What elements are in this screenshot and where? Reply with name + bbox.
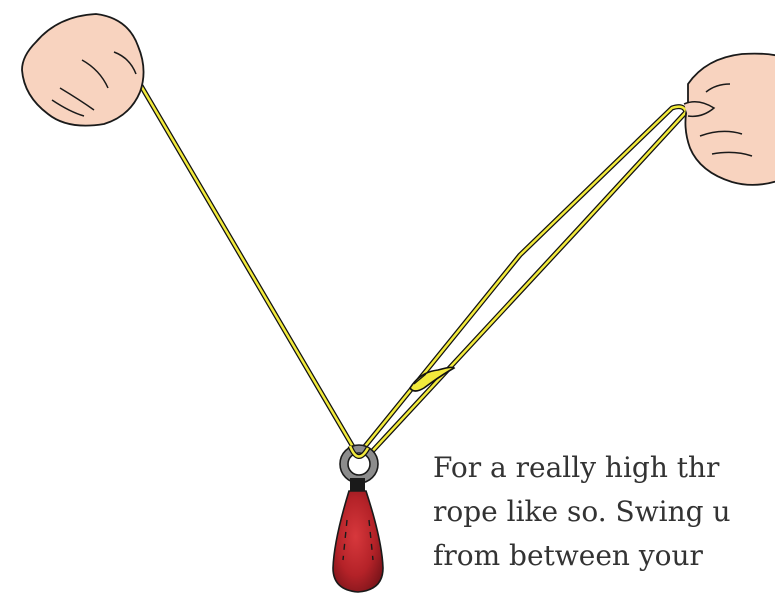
throw-weight xyxy=(333,478,383,592)
rope-left-strand xyxy=(140,84,356,452)
caption-line-3: from between your xyxy=(433,534,731,578)
caption-line-2: rope like so. Swing u xyxy=(433,490,731,534)
metal-ring xyxy=(340,445,378,483)
rope-right-bight xyxy=(358,107,686,458)
instruction-caption: For a really high thr rope like so. Swin… xyxy=(433,446,731,578)
left-hand-icon xyxy=(22,14,144,126)
right-hand-icon xyxy=(684,54,775,185)
caption-line-1: For a really high thr xyxy=(433,446,731,490)
